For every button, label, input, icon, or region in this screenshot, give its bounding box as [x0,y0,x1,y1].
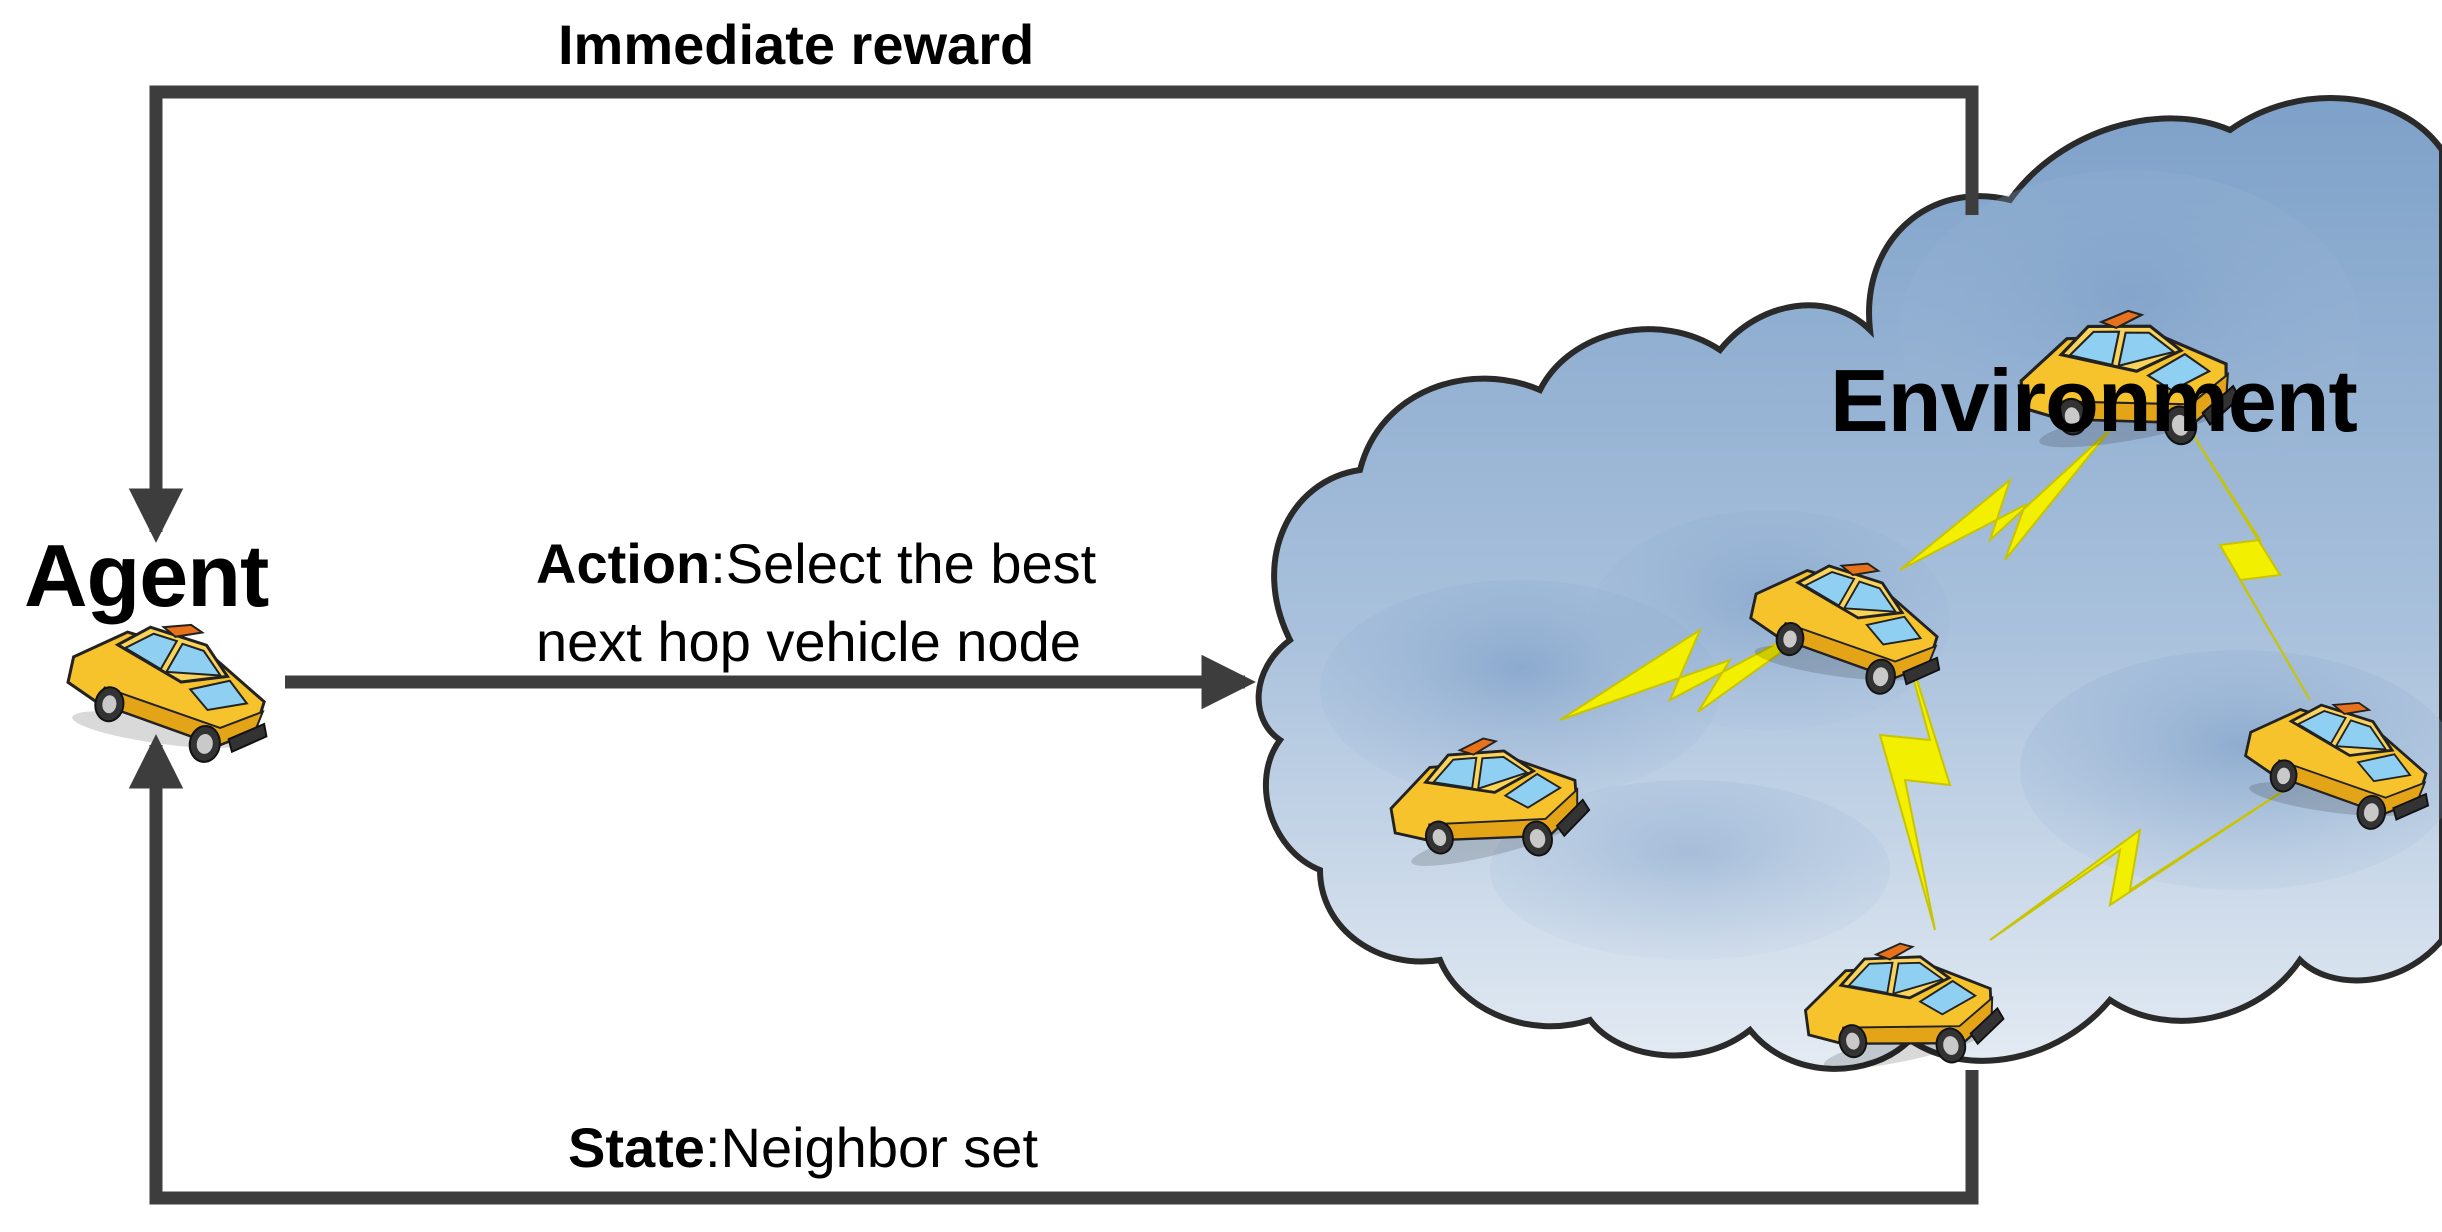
state-label-text: :Neighbor set [704,1116,1039,1179]
action-label-line2: next hop vehicle node [536,610,1081,673]
environment-label: Environment [1830,351,2358,450]
action-label: Action:Select the best next hop vehicle … [536,525,1096,681]
immediate-reward-label: Immediate reward [558,13,1035,76]
action-label-line1: Action:Select the best [536,525,1096,603]
state-label-bold: State [568,1116,705,1179]
action-label-bold: Action [536,532,711,595]
cloud-puff [1490,780,1890,960]
lightning-link [2189,429,2311,701]
agent-taxi-icon [58,607,282,772]
state-arrow [128,734,1979,1205]
agent-label: Agent [24,526,269,625]
action-label-text: :Select the best [710,532,1097,595]
state-label: State:Neighbor set [568,1115,1038,1180]
lightning-link [1878,609,1952,931]
reward-arrow [128,85,1979,543]
arrows [128,85,1979,1205]
